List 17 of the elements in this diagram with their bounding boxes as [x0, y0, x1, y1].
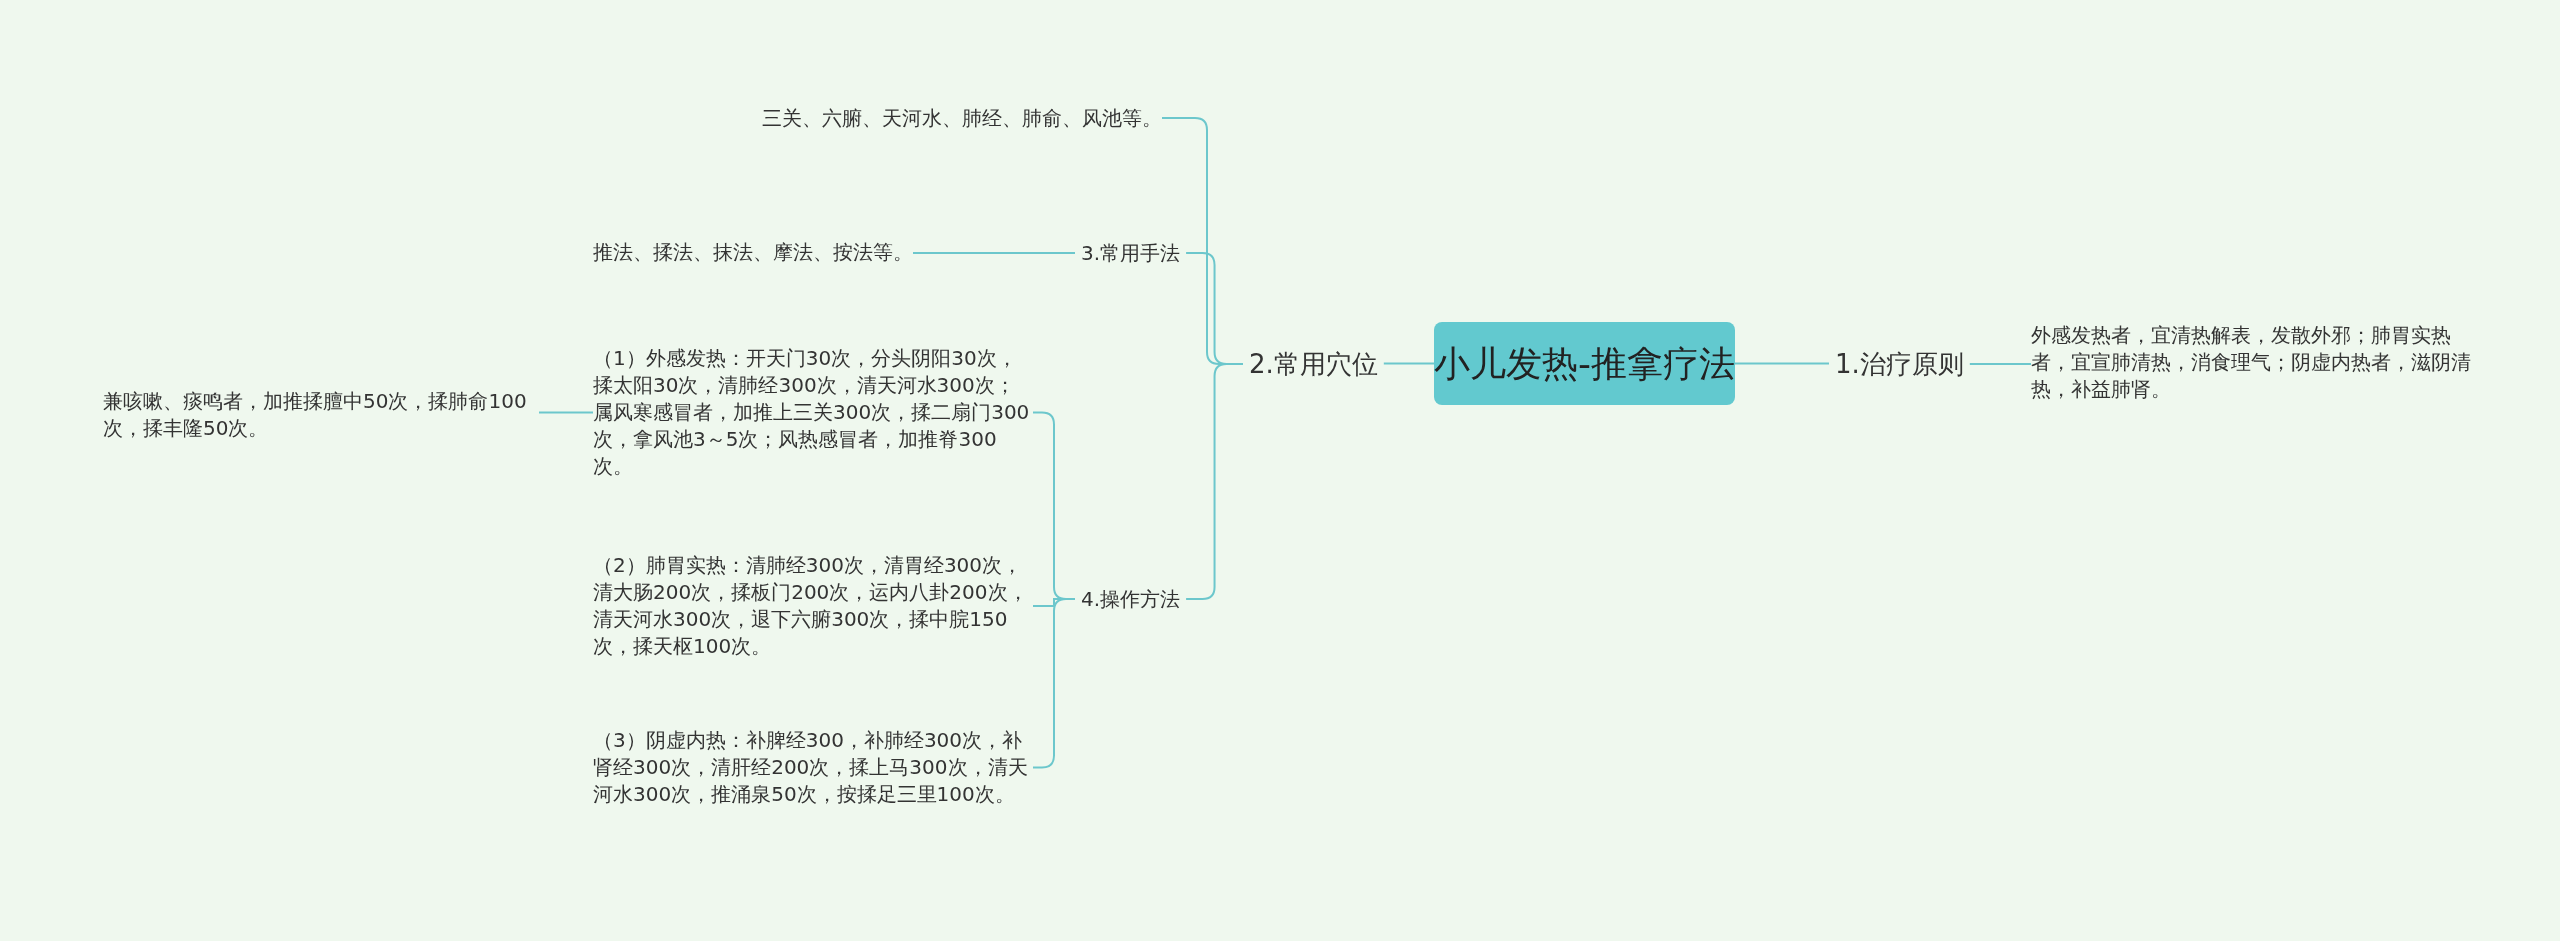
note-text: （2）肺胃实热：清肺经300次，清胃经300次，清大肠200次，揉板门200次，运内八卦200次，清天河水300次，退下六腑300次，揉中脘150次，揉天枢100次。 — [593, 552, 1033, 660]
note-text: （1）外感发热：开天门30次，分头阴阳30次，揉太阳30次，清肺经300次，清天河水300次；属风寒感冒者，加推上三关300次，揉二扇门300次，拿风池3～5次；风热感冒者，加推脊300次。 — [593, 345, 1033, 480]
connector-line — [538, 411, 594, 414]
connector-line — [1382, 362, 1435, 365]
connector-line — [912, 252, 1076, 254]
branch-topic: 3.常用手法 — [1075, 239, 1187, 267]
branch-topic: 2.常用穴位 — [1243, 347, 1384, 381]
central-topic: 小儿发热-推拿疗法 — [1434, 322, 1735, 405]
note-text: 三关、六腑、天河水、肺经、肺俞、风池等。 — [762, 104, 1162, 132]
note-text: 推法、揉法、抹法、摩法、按法等。 — [593, 239, 913, 266]
connector-line — [1734, 362, 1830, 365]
connector-line — [1968, 363, 2032, 365]
note-text: 外感发热者，宜清热解表，发散外邪；肺胃实热者，宜宣肺清热，消食理气；阴虚内热者，滋阴清热，补益肺肾。 — [2031, 322, 2471, 403]
note-text: （3）阴虚内热：补脾经300，补肺经300次，补肾经300次，清肝经200次，揉上马300次，清天河水300次，推涌泉50次，按揉足三里100次。 — [593, 727, 1033, 808]
branch-topic: 4.操作方法 — [1075, 585, 1187, 613]
note-text: 兼咳嗽、痰鸣者，加推揉膻中50次，揉肺俞100次，揉丰隆50次。 — [103, 388, 539, 442]
branch-topic: 1.治疗原则 — [1829, 347, 1970, 381]
